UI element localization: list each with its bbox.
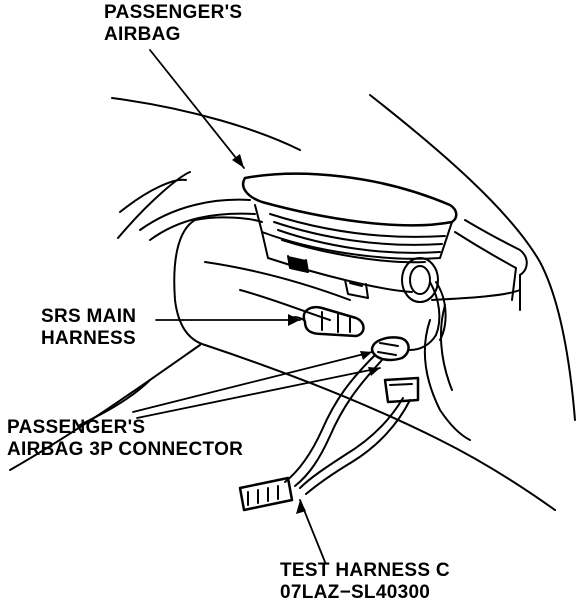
glove-box-panel xyxy=(9,216,556,511)
passenger-airbag-label-line2: AIRBAG xyxy=(104,24,181,45)
test-harness-cable xyxy=(238,354,420,512)
srs-main-harness-connector xyxy=(289,305,365,338)
airbag-3p-connector xyxy=(370,281,447,362)
windshield-outline xyxy=(111,94,576,421)
passenger-airbag-module xyxy=(241,172,458,303)
airbag-connector-label-line2: AIRBAG 3P CONNECTOR xyxy=(7,439,244,460)
leader-arrowheads xyxy=(232,154,380,514)
test-harness-label-line2: 07LAZ−SL40300 xyxy=(280,582,431,603)
test-harness-label: TEST HARNESS C 07LAZ−SL40300 xyxy=(280,560,450,604)
passenger-airbag-label-line1: PASSENGER'S xyxy=(104,2,243,23)
srs-main-harness-label: SRS MAIN HARNESS xyxy=(41,306,136,350)
airbag-connector-label: PASSENGER'S AIRBAG 3P CONNECTOR xyxy=(7,417,243,461)
passenger-airbag-label: PASSENGER'S AIRBAG xyxy=(104,2,242,46)
srs-main-harness-label-line1: SRS MAIN xyxy=(41,306,137,327)
test-harness-label-line1: TEST HARNESS C xyxy=(280,560,450,581)
airbag-connector-label-line1: PASSENGER'S xyxy=(7,417,146,438)
srs-main-harness-label-line2: HARNESS xyxy=(41,328,137,349)
